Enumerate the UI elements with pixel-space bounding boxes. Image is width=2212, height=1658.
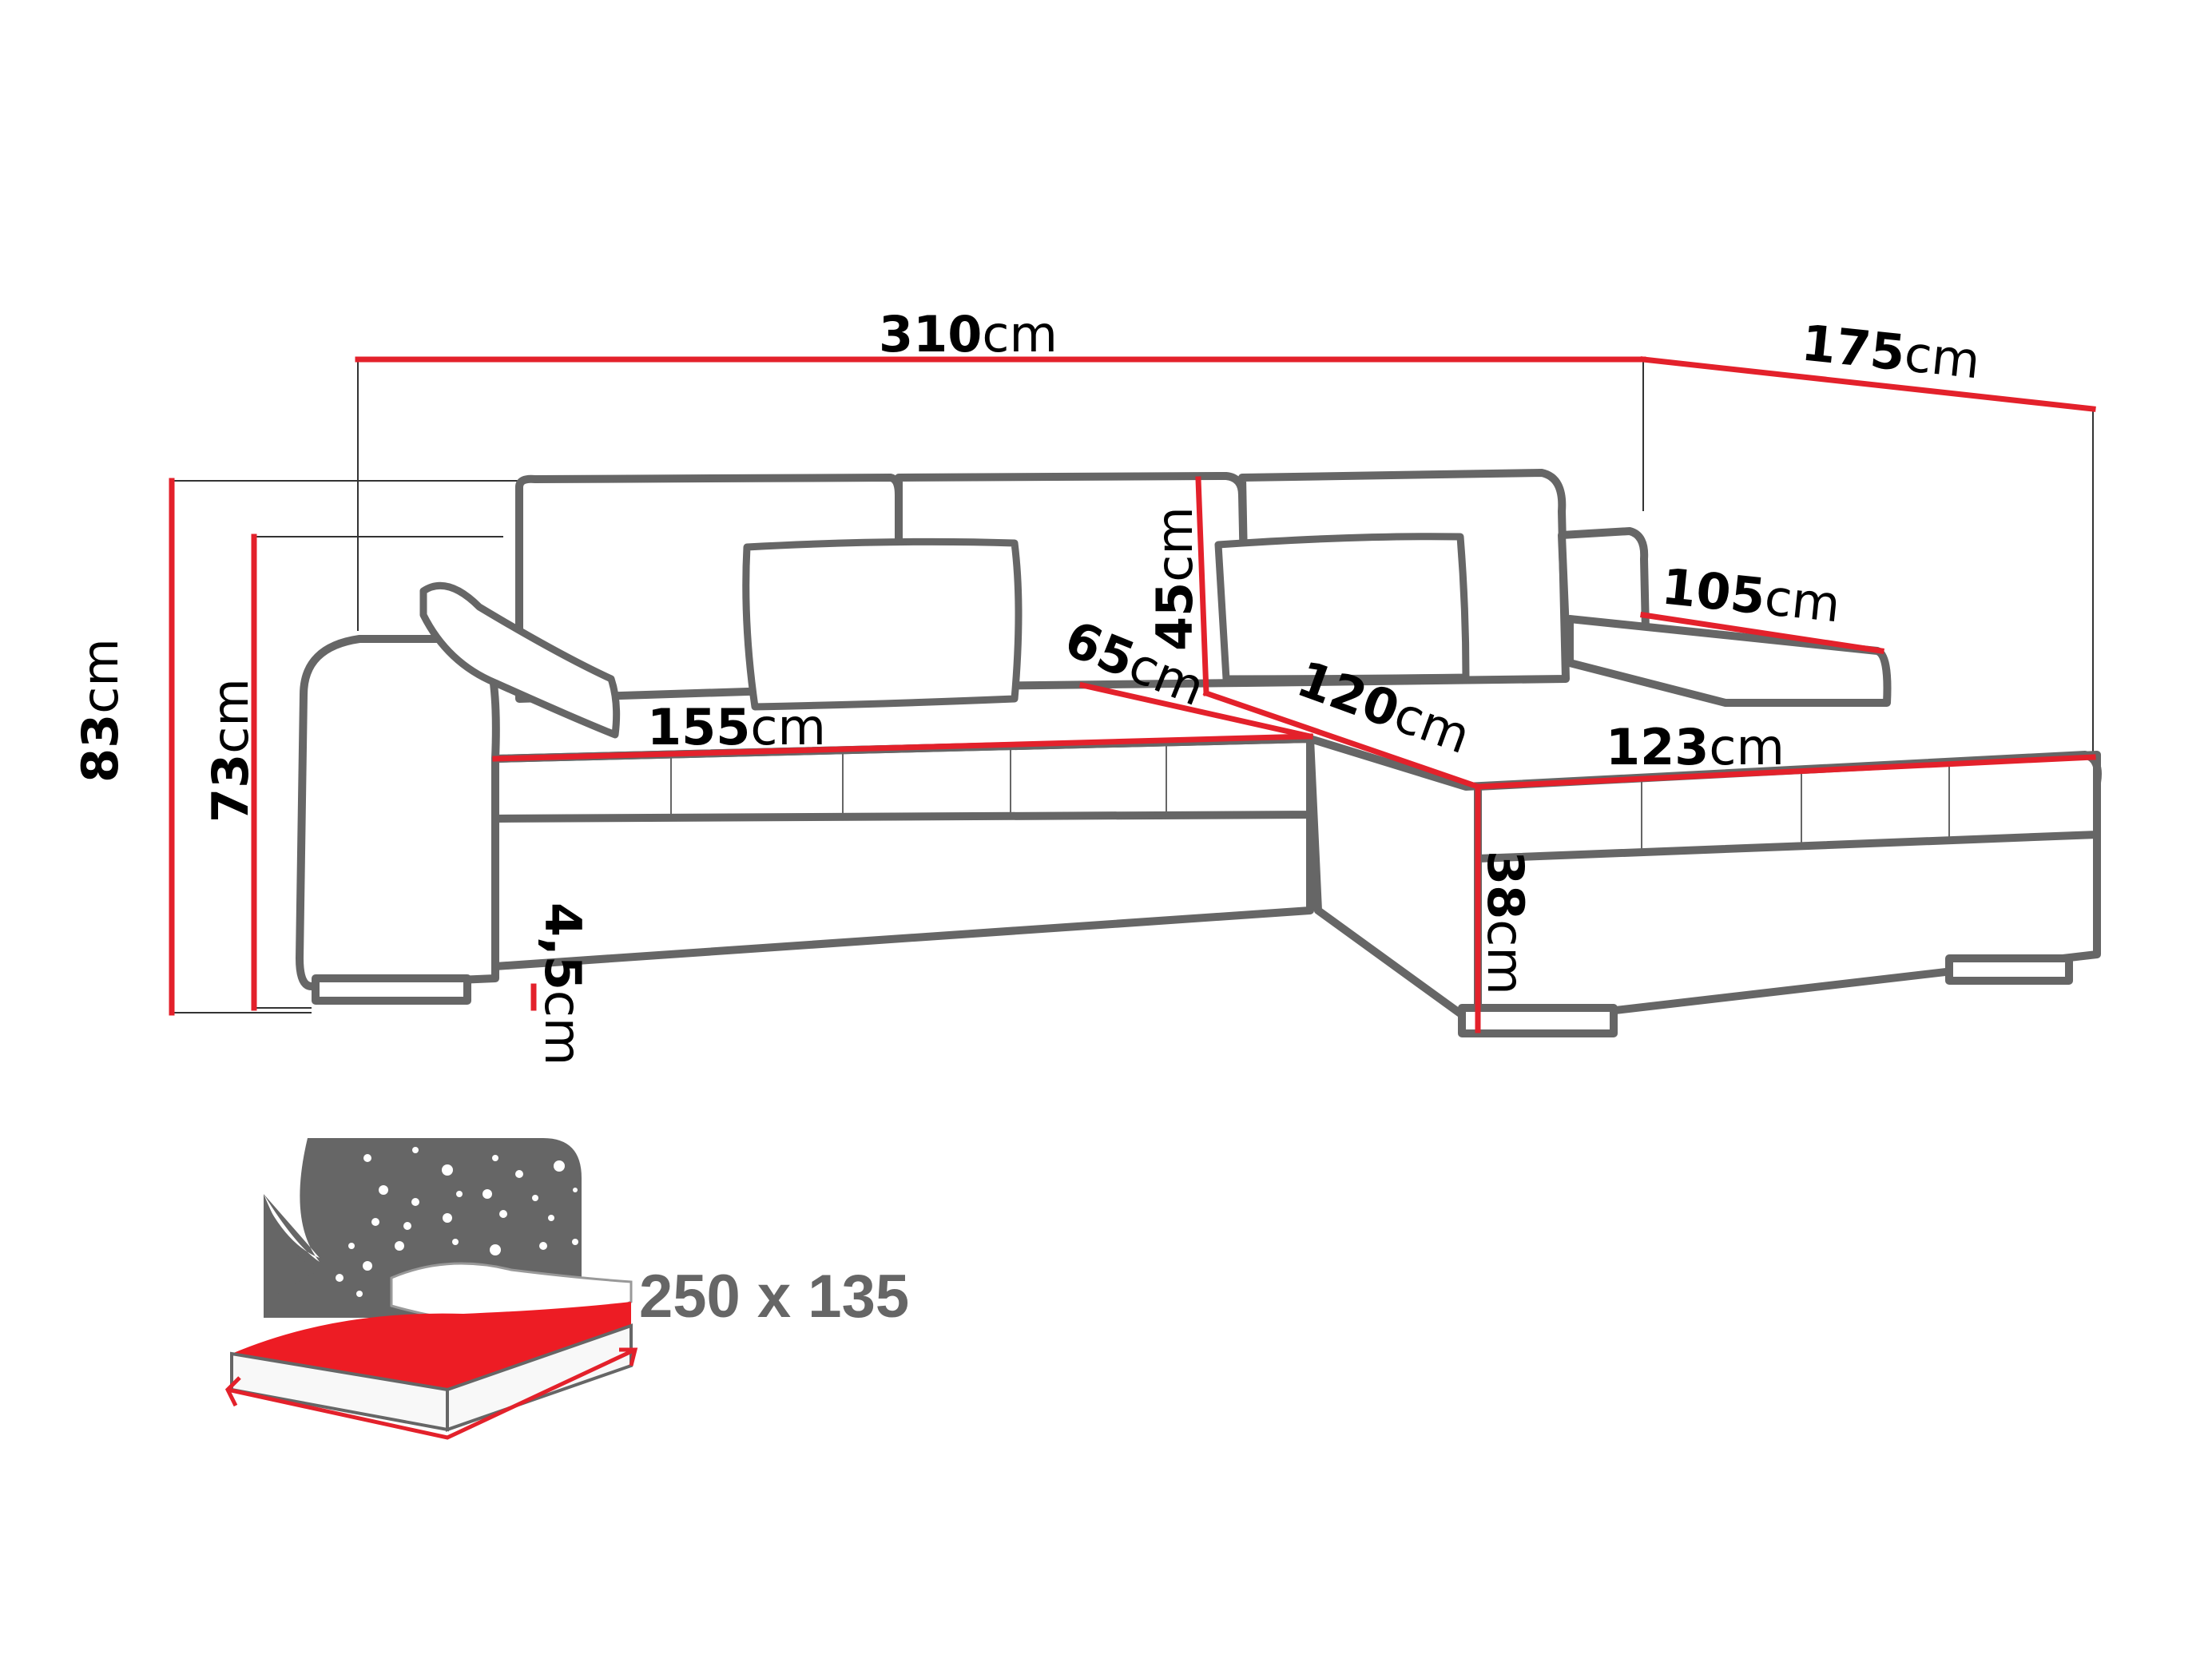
- dim-unit: cm: [1476, 919, 1535, 995]
- dimension-label-total-height: 83cm: [71, 638, 129, 783]
- dimension-label-backrest-height: 73cm: [201, 678, 260, 823]
- dim-unit: cm: [201, 678, 260, 754]
- dimension-lines: [169, 356, 2096, 1033]
- bed-with-starry-night-icon: [224, 1138, 638, 1440]
- dim-value: 73: [201, 753, 260, 823]
- cushion-seams: [670, 741, 1950, 851]
- dim-value: 45: [1146, 581, 1204, 651]
- sleeping-area-size: 250 x 135: [639, 1263, 910, 1331]
- dim-unit: cm: [1761, 568, 1844, 634]
- dimension-label-chaise-seat-width: 123cm: [1606, 723, 1785, 772]
- dimension-label-seat-height: 38cm: [1476, 851, 1535, 995]
- extension-lines: [172, 359, 2094, 1013]
- dimension-label-seat-width: 155cm: [647, 703, 826, 752]
- dim-unit: cm: [1709, 718, 1785, 776]
- dim-value: 105: [1658, 557, 1769, 626]
- dim-value: 175: [1798, 313, 1908, 383]
- throw-pillows: [419, 533, 1470, 739]
- dimension-label-leg-height: 4,5cm: [534, 902, 592, 1065]
- dim-value: 155: [647, 698, 751, 756]
- dim-unit: cm: [982, 305, 1058, 363]
- dimension-label-total-width: 310cm: [879, 310, 1058, 359]
- dim-unit: cm: [1901, 324, 1984, 391]
- dim-value: 123: [1606, 718, 1710, 776]
- dim-value: 83: [71, 713, 129, 783]
- dim-value: 38: [1476, 851, 1535, 920]
- dim-unit: cm: [1146, 506, 1204, 582]
- dim-unit: cm: [71, 638, 129, 714]
- dim-value: 4,5: [534, 902, 592, 990]
- dim-value: 310: [879, 305, 983, 363]
- dim-unit: cm: [750, 698, 826, 756]
- dim-unit: cm: [534, 990, 592, 1066]
- dimension-label-back-cushion-height: 45cm: [1146, 506, 1204, 651]
